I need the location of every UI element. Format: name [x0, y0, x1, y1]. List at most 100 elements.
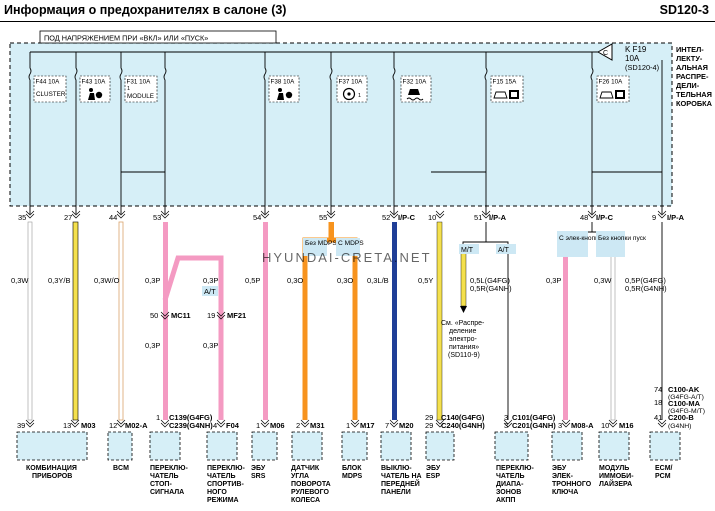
component-label: ДАТЧИК	[291, 465, 320, 472]
connector-name: C100-MA	[668, 399, 701, 408]
box-label: ИНТЕЛ- ЛЕКТУ- АЛЬНАЯ РАСПРЕ- ДЕЛИ- ТЕЛЬН…	[676, 45, 713, 108]
pin-number: 29	[425, 413, 433, 422]
component-label: PCM	[655, 473, 671, 480]
component-label: БЛОК	[342, 465, 362, 472]
diagram-code: SD120-3	[659, 3, 709, 17]
fuse-name: F26 10A	[599, 79, 624, 86]
fuse-sub: 1	[127, 86, 130, 92]
mc11-name: MC11	[171, 311, 191, 320]
top-pins: 35 27 44 53 54 55 52 10 51 48 9 I/P-C I/…	[18, 213, 685, 222]
box-label-line: ДЕЛИ-	[676, 81, 700, 90]
wire-spec: 0,3P	[203, 276, 218, 285]
connector-name: M08-A	[571, 421, 594, 430]
wire-spec: 0,5L(G4FG)	[470, 276, 511, 285]
steering-icon	[342, 87, 356, 101]
component-label: ТРОННОГО	[552, 481, 592, 488]
component-label: СТОП-	[150, 481, 172, 488]
wire-spec: 0,5Y	[418, 276, 433, 285]
mc11-pin: 50	[150, 311, 158, 320]
fuse-sub: 1	[358, 93, 361, 99]
wire-spec: 0,3P	[145, 276, 160, 285]
wire-spec: 0,3O	[337, 276, 353, 285]
airbag-icon	[277, 88, 293, 100]
component-label: ВЫКЛЮ-	[381, 465, 412, 472]
component-labels: КОМБИНАЦИЯ ПРИБОРОВ BCM ПЕРЕКЛЮ- ЧАТЕЛЬ …	[26, 465, 673, 504]
wire-spec: 0,3W/O	[94, 276, 120, 285]
connector-name: M02-A	[125, 421, 148, 430]
at-label: A/T	[204, 287, 216, 296]
fuse-name: F15 15A	[493, 79, 518, 86]
pin-number: 1	[156, 413, 160, 422]
ref-note-line: электро-	[449, 336, 478, 343]
at-label: A/T	[498, 247, 510, 254]
watermark: HYUNDAI-CRETA.NET	[262, 250, 432, 265]
fuse-name: F38 10A	[271, 79, 296, 86]
pin-number: 39	[17, 421, 25, 430]
fuse-name: F37 10A	[339, 79, 364, 86]
pin-number: 1	[346, 421, 350, 430]
wire-spec: 0,5P	[245, 276, 260, 285]
component-label: ЭЛЕК-	[552, 473, 574, 480]
pin-number: 18	[654, 398, 662, 407]
pin-number: 4	[213, 421, 217, 430]
fuse-box	[33, 75, 67, 103]
connector-name: M31	[310, 421, 325, 430]
connector-name: M06	[270, 421, 285, 430]
relay-amp: 10A	[625, 54, 640, 63]
hot-label: ПОД НАПРЯЖЕНИЕМ ПРИ «ВКЛ» ИЛИ «ПУСК»	[44, 34, 208, 43]
wire-spec: 0,3W	[11, 276, 29, 285]
relay-ref: (SD120-4)	[625, 63, 659, 72]
wire-condition-labels: Без MDPS С MDPS M/T A/T С элек-кнопки пу…	[303, 231, 646, 257]
pin-number: 55	[319, 213, 327, 222]
pin-number: 48	[580, 213, 588, 222]
key-label-with: С элек-кнопки пуск	[559, 235, 617, 242]
connector-sub: (G4NH)	[668, 423, 691, 430]
ref-note-line: деление	[449, 328, 476, 335]
relay-triangle	[596, 43, 613, 61]
fuse-name: F43 10A	[82, 79, 107, 86]
wire-spec: 0,3W	[594, 276, 612, 285]
connector-name: C140(G4FG)	[441, 413, 485, 422]
component-label: ЭБУ	[426, 465, 441, 472]
pin-number: 29	[425, 421, 433, 430]
component-label: КОЛЕСА	[291, 497, 320, 504]
pin-number: 54	[253, 213, 261, 222]
connector-name: C139(G4FG)	[169, 413, 213, 422]
mdps-label-with: С MDPS	[338, 240, 364, 247]
box-label-line: АЛЬНАЯ	[676, 63, 708, 72]
connector-name: M17	[360, 421, 375, 430]
wires	[27, 221, 663, 421]
wire-spec: 0,3P	[203, 341, 218, 350]
mf21-name: MF21	[227, 311, 246, 320]
component-label: ЛАЙЗЕРА	[599, 479, 632, 488]
component-label: SRS	[251, 473, 266, 480]
box-label-line: КОРОБКА	[676, 99, 713, 108]
component-label: КЛЮЧА	[552, 489, 578, 496]
fuse-box	[124, 75, 158, 103]
fuse-name: F31 10A	[127, 79, 152, 86]
mt-label: M/T	[461, 247, 474, 254]
component-label: СПОРТИВ-	[207, 481, 244, 488]
fuse-box	[79, 75, 111, 103]
pin-number: 2	[296, 421, 300, 430]
connector-name: C101(G4FG)	[512, 413, 556, 422]
component-label: ИММОБИ-	[599, 473, 634, 480]
ip-label: I/P-A	[489, 213, 507, 222]
kf19-relay: C K F19 10A (SD120-4)	[596, 43, 659, 72]
airbag-person-icon	[88, 88, 103, 100]
ref-note-line: питания»	[449, 344, 479, 351]
ref-note: См. «Распре- деление электро- питания» (…	[441, 320, 485, 359]
fuse-desc: MODULE	[127, 93, 154, 100]
fuse-name: F32 10A	[403, 79, 428, 86]
wire-spec: 0,5R(G4NH)	[625, 284, 667, 293]
pin-number: 13	[63, 421, 71, 430]
component-label: МОДУЛЬ	[599, 465, 629, 472]
pin-number: 3	[504, 413, 508, 422]
fuse-links	[28, 52, 663, 214]
component-label: ЧАТЕЛЬ	[207, 473, 236, 480]
bottom-connectors: 39 13 M03 12 M02-A 1 C139(G4FG) C239(G4N…	[17, 385, 705, 430]
connector-name: C240(G4NH)	[441, 421, 485, 430]
wire-spec: 0,3P	[145, 341, 160, 350]
component-label: ЧАТЕЛЬ НА	[381, 473, 422, 480]
